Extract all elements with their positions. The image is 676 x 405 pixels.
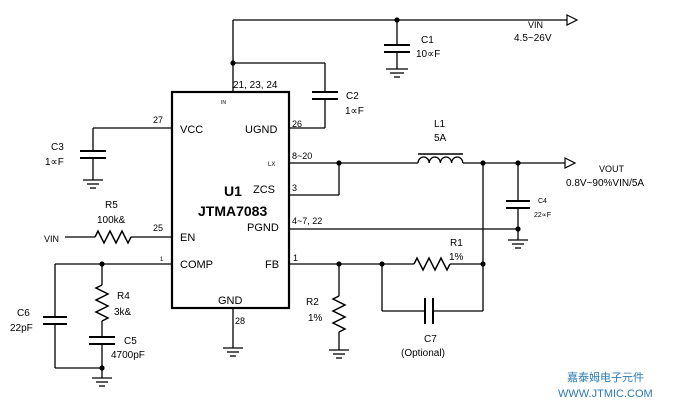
c4-capacitor — [506, 163, 530, 249]
r4-ref: R4 — [117, 291, 130, 302]
r5-ref: R5 — [105, 200, 118, 211]
lx-output-net — [289, 157, 577, 196]
pin-comp-num: 1 — [160, 257, 164, 263]
pin-ugnd-num: 26 — [292, 119, 302, 129]
r2-value: 1% — [308, 313, 323, 324]
c1-ref: C1 — [421, 35, 434, 46]
pin-en-num: 25 — [153, 223, 163, 233]
r1-value: 1% — [449, 252, 464, 263]
c2-ref: C2 — [346, 91, 359, 102]
pin-vin-num: 21, 23, 24 — [233, 80, 278, 91]
c3-capacitor — [80, 127, 172, 189]
pin-pgnd-num: 4~7, 22 — [292, 216, 322, 226]
c3-value: 1∝F — [45, 157, 64, 168]
pin-lx-num: 8~20 — [292, 151, 312, 161]
c1-capacitor — [384, 20, 410, 78]
fb-net — [289, 163, 486, 312]
pin-zcs-num: 3 — [292, 183, 297, 193]
c6-ref: C6 — [17, 308, 30, 319]
en-net — [65, 229, 172, 245]
r1-resistor — [413, 256, 451, 272]
l1-ref: L1 — [434, 119, 446, 130]
c5-ref: C5 — [124, 336, 137, 347]
pin-fb-num: 1 — [293, 253, 298, 263]
vin-label: VIN — [528, 20, 543, 30]
vout-label: VOUT — [599, 164, 625, 174]
watermark-url: WWW.JTMIC.COM — [558, 388, 653, 400]
pin-vin-name: IN — [221, 100, 226, 106]
pin-ugnd-name: UGND — [245, 124, 277, 136]
vin-range: 4.5~26V — [514, 33, 552, 44]
comp-net — [43, 261, 172, 387]
c2-capacitor — [289, 63, 338, 129]
c7-capacitor — [424, 298, 434, 324]
r5-value: 100k& — [97, 215, 126, 226]
ic-ref: U1 — [224, 183, 242, 199]
pin-gnd-name: GND — [218, 295, 243, 307]
pin-comp-name: COMP — [180, 259, 213, 271]
c7-ref: C7 — [424, 334, 437, 345]
r4-value: 3k& — [114, 307, 132, 318]
ic-body — [170, 90, 291, 310]
pin-zcs-name: ZCS — [253, 184, 275, 196]
l1-value: 5A — [434, 133, 447, 144]
c4-ref: C4 — [538, 198, 547, 205]
c6-value: 22pF — [10, 323, 33, 334]
c1-value: 10∝F — [416, 49, 440, 60]
pin-en-name: EN — [180, 232, 195, 244]
l1-inductor — [417, 153, 464, 164]
pgnd-net — [289, 226, 521, 232]
gnd-pin-ground — [223, 308, 243, 357]
ic-part: JTMA7083 — [198, 203, 267, 219]
vout-range: 0.8V~90%VIN/5A — [566, 178, 644, 189]
c5-value: 4700pF — [111, 350, 145, 361]
c2-value: 1∝F — [345, 106, 364, 117]
c4-value: 22∝F — [534, 212, 551, 219]
r2-ref: R2 — [306, 297, 319, 308]
pin-pgnd-name: PGND — [247, 222, 279, 234]
vin-rail — [230, 14, 579, 92]
pin-vcc-name: VCC — [180, 124, 203, 136]
vin-en-label: VIN — [44, 234, 59, 244]
c3-ref: C3 — [51, 142, 64, 153]
pin-fb-name: FB — [265, 259, 279, 271]
r1-ref: R1 — [450, 238, 463, 249]
watermark-cn: 嘉泰姆电子元件 — [567, 370, 644, 384]
c7-value: (Optional) — [401, 348, 445, 359]
pin-vcc-num: 27 — [153, 115, 163, 125]
pin-lx-name: LX — [268, 162, 275, 168]
pin-gnd-num: 28 — [235, 316, 245, 326]
r2-resistor — [329, 264, 349, 359]
